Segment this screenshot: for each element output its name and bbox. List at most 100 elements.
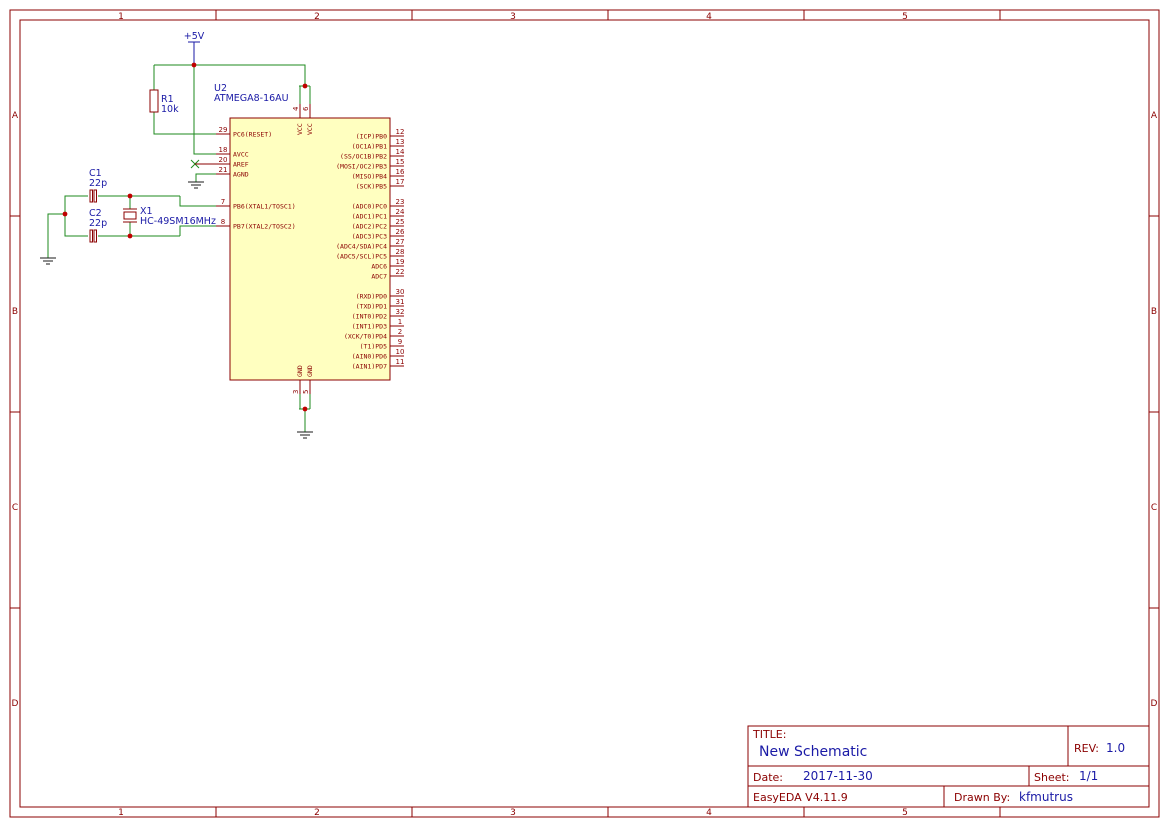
pin-label: AGND — [233, 171, 249, 179]
drawn-by-value: kfmutrus — [1019, 790, 1073, 804]
ic-pin-14[interactable]: 14(SS/OC1B)PB2 — [340, 148, 405, 161]
ic-pin-25[interactable]: 25 (ADC2)PC2 — [352, 218, 405, 231]
ic-pin-24[interactable]: 24 (ADC1)PC1 — [352, 208, 405, 221]
pin-label: AVCC — [233, 151, 249, 159]
ic-pin-26[interactable]: 26(ADC3)PC3 — [352, 228, 405, 241]
svg-text:3: 3 — [510, 808, 516, 818]
capacitor-c2[interactable]: C2 22p — [89, 208, 107, 243]
ic-pin-11[interactable]: 11(AIN1)PD7 — [352, 358, 405, 371]
ic-pin-2[interactable]: 2 (XCK/T0)PD4 — [344, 328, 404, 341]
pin-number: 9 — [398, 338, 402, 346]
ic-pin-23[interactable]: 23(ADC0)PC0 — [352, 198, 405, 211]
svg-text:3: 3 — [510, 12, 516, 22]
pin-number: 11 — [396, 358, 405, 366]
svg-text:D: D — [12, 699, 19, 709]
svg-text:A: A — [12, 111, 19, 121]
pin-number: 15 — [396, 158, 405, 166]
pin-label: (ADC1)PC1 — [352, 213, 387, 221]
vcc-power-flag[interactable]: +5V — [184, 31, 205, 65]
pin-number: 32 — [396, 308, 405, 316]
svg-text:4: 4 — [706, 808, 712, 818]
ic-pin-1[interactable]: 1(INT1)PD3 — [352, 318, 404, 331]
aref-no-connect-marker — [190, 159, 216, 169]
ic-pin-12[interactable]: 12(ICP)PB0 — [356, 128, 405, 141]
inner-frame — [19, 19, 1150, 808]
pin-number: 10 — [396, 348, 405, 356]
c1-value: 22p — [89, 178, 107, 189]
ic-pin-30[interactable]: 30(RXD)PD0 — [356, 288, 405, 301]
title-value: New Schematic — [759, 744, 867, 760]
junctions — [62, 62, 308, 412]
pin-number: 28 — [396, 248, 405, 256]
ic-u2-body[interactable] — [229, 117, 391, 381]
crystal-x1[interactable]: X1 HC-49SM16MHz — [123, 206, 216, 227]
pin-number: 3 — [292, 390, 300, 394]
capacitor-c1[interactable]: C1 22p — [89, 168, 107, 203]
ground-symbol-crystal[interactable] — [40, 257, 56, 265]
pin-label: (XCK/T0)PD4 — [344, 333, 387, 341]
date-label: Date: — [753, 771, 783, 784]
pin-number: 4 — [292, 106, 300, 111]
ic-pin-15[interactable]: 15 (MOSI/OC2)PB3 — [336, 158, 404, 171]
sheet-label: Sheet: — [1034, 771, 1070, 784]
pin-label: PB6(XTAL1/TOSC1) — [233, 203, 296, 211]
pin-label: GND — [306, 365, 314, 377]
pin-number: 25 — [396, 218, 405, 226]
ground-symbol-ic[interactable] — [297, 431, 313, 439]
column-ticks — [215, 10, 1001, 817]
pin-number: 31 — [396, 298, 405, 306]
ic-pin-13[interactable]: 13(OC1A)PB1 — [352, 138, 405, 151]
u2-ref: U2 — [214, 83, 227, 94]
svg-text:D: D — [1151, 699, 1158, 709]
pin-label: (ADC0)PC0 — [352, 203, 387, 211]
date-value: 2017-11-30 — [803, 769, 873, 783]
svg-text:2: 2 — [314, 808, 320, 818]
pin-label: (INT1)PD3 — [352, 323, 387, 331]
resistor-r1[interactable]: R1 10k — [149, 89, 179, 115]
ic-pin-32[interactable]: 32(INT0)PD2 — [352, 308, 405, 321]
c2-value: 22p — [89, 218, 107, 229]
r1-value: 10k — [161, 104, 179, 115]
x1-ref: X1 — [140, 206, 153, 217]
ic-pin-9[interactable]: 9(T1)PD5 — [360, 338, 404, 351]
pin-label: (MOSI/OC2)PB3 — [336, 163, 387, 171]
svg-text:C: C — [1151, 503, 1157, 513]
svg-text:C: C — [12, 503, 18, 513]
ic-pin-10[interactable]: 10(AIN0)PD6 — [352, 348, 405, 361]
pin-number: 24 — [396, 208, 405, 216]
pin-label: AREF — [233, 161, 249, 169]
ic-pin-17[interactable]: 17(SCK)PB5 — [356, 178, 405, 191]
pin-label: (ADC2)PC2 — [352, 223, 387, 231]
ic-pin-28[interactable]: 28(ADC5/SCL)PC5 — [336, 248, 404, 261]
u2-value: ATMEGA8-16AU — [214, 93, 289, 104]
column-labels: 1 2 3 4 5 1 2 3 4 5 — [118, 12, 908, 818]
pin-number: 20 — [219, 156, 228, 164]
pin-number: 2 — [398, 328, 402, 336]
ic-pin-27[interactable]: 27(ADC4/SDA)PC4 — [336, 238, 404, 251]
pin-label: VCC — [296, 123, 304, 135]
pin-label: (ADC4/SDA)PC4 — [336, 243, 387, 251]
svg-text:1: 1 — [118, 12, 124, 22]
svg-text:A: A — [1151, 111, 1158, 121]
ground-symbol-agnd[interactable] — [188, 181, 204, 189]
pin-number: 29 — [219, 126, 228, 134]
ic-pin-31[interactable]: 31(TXD)PD1 — [356, 298, 405, 311]
tool-version: EasyEDA V4.11.9 — [753, 791, 848, 804]
wires — [47, 64, 310, 432]
ic-pin-16[interactable]: 16(MISO)PB4 — [352, 168, 405, 181]
